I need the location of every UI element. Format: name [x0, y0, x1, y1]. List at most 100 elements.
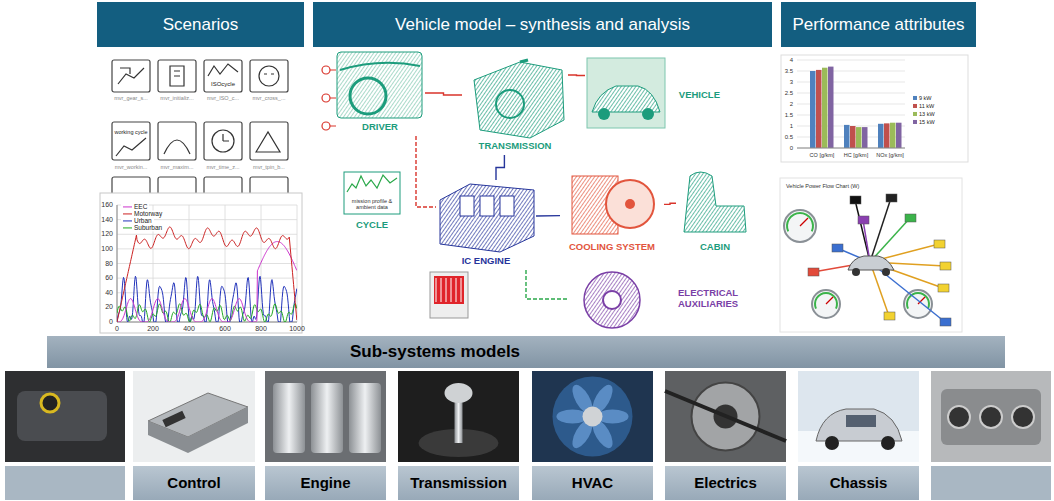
heater-fin — [451, 278, 452, 302]
legend-line-sample — [123, 206, 132, 207]
power-component — [940, 262, 951, 270]
emission-bar — [884, 123, 890, 148]
grid-line — [797, 60, 905, 61]
power-component — [886, 194, 897, 202]
signal-connector — [416, 136, 436, 207]
node-text: IC ENGINE — [462, 256, 511, 267]
scenario-icon — [158, 60, 196, 92]
cycle-picture — [344, 172, 400, 214]
axis-label: 120 — [101, 230, 113, 238]
empty-caption-box — [931, 466, 1051, 500]
legend-text: 9 kW — [919, 95, 932, 101]
header-band: Vehicle model – synthesis and analysis — [313, 2, 772, 47]
scenario-icon — [204, 122, 242, 160]
axis-label: 40 — [105, 289, 113, 297]
scenario-name: mvr_initializ... — [160, 95, 193, 101]
icon-caption: mission profile & ambient data — [346, 198, 398, 210]
cylinder — [460, 196, 474, 216]
icon-frame — [204, 122, 242, 160]
gear — [496, 90, 524, 118]
label-anchor: NOx [g/km] — [876, 152, 904, 158]
subsystem-photo — [665, 371, 786, 462]
axis-label: 800 — [255, 325, 267, 333]
icon-glyph — [256, 132, 280, 152]
axis-label: 3 — [790, 79, 793, 86]
signal-connector — [664, 203, 676, 204]
hvac-knob — [980, 406, 1002, 428]
legend-entry: Suburban — [121, 224, 164, 231]
label-anchor: 0 — [109, 318, 113, 326]
legend-swatch — [913, 104, 917, 108]
axis-label: 2 — [790, 101, 793, 108]
seat-picture — [684, 172, 746, 232]
power-flow-line — [855, 200, 870, 262]
scenario-name: mvr_gear_s... — [114, 95, 148, 101]
port-symbol — [322, 122, 330, 130]
legend-swatch — [913, 96, 917, 100]
shift-knob — [445, 383, 473, 403]
subsystem-caption: Electrics — [665, 466, 786, 500]
axis-label: 400 — [183, 325, 195, 333]
node-text: Control — [167, 474, 220, 491]
node-text: ELECTRICAL AUXILIARIES — [678, 288, 762, 310]
emission-bar — [862, 127, 868, 148]
axis-label: 0.5 — [785, 134, 793, 141]
wheel — [852, 268, 860, 276]
section-band: Sub-systems models — [47, 336, 1005, 368]
engine-picture — [440, 184, 534, 252]
icon-glyph — [208, 64, 238, 76]
axis-label: 4 — [790, 57, 793, 64]
legend-entry: Urban — [121, 217, 154, 224]
scenario-name: mvr_cross_... — [252, 95, 285, 101]
label-anchor: Vehicle Power Flow Chart (W) — [786, 183, 859, 189]
subsystem-caption: Control — [133, 466, 255, 500]
power-component — [858, 216, 869, 224]
emission-bar — [816, 70, 822, 148]
heater-fin — [441, 278, 442, 302]
node-text: Performance attributes — [793, 15, 965, 35]
heater-fin — [436, 278, 437, 302]
label-anchor: mvr_cross_... — [252, 95, 285, 101]
piston — [273, 383, 305, 453]
model-block: CYCLE — [340, 170, 404, 234]
node-text: COOLING SYSTEM — [569, 242, 655, 253]
scenario-icon — [112, 122, 150, 160]
power-component — [940, 318, 951, 326]
power-flow-line — [870, 262, 945, 322]
label-anchor: 2.5 — [785, 90, 793, 97]
label-anchor: 1.5 — [785, 112, 793, 119]
axis-label: 1.5 — [785, 112, 793, 119]
cycle-trace — [347, 175, 397, 192]
axis-label: 3.5 — [785, 68, 793, 75]
icon-frame — [158, 60, 196, 92]
subsystem-caption: Chassis — [798, 466, 919, 500]
label-anchor: mvr_maxim... — [161, 164, 194, 170]
legend-text: 15 kW — [919, 119, 935, 125]
scenario-name: mvr_tpin_b... — [253, 164, 285, 170]
speed-trace — [117, 304, 297, 322]
model-block: ELECTRICAL AUXILIARIES — [568, 265, 762, 333]
speed-trace — [117, 227, 297, 322]
icon-glyph — [212, 130, 234, 152]
axis-label: 0 — [790, 145, 793, 152]
model-block: COOLING SYSTEM — [560, 170, 664, 256]
node-text: Engine — [300, 474, 350, 491]
node-text: Chassis — [830, 474, 888, 491]
hvac-knob — [948, 406, 970, 428]
signal-connector — [568, 74, 585, 76]
label-anchor: 0.5 — [785, 134, 793, 141]
shift-lever — [520, 60, 528, 62]
port-wire — [330, 70, 336, 71]
subsystem-photo — [133, 371, 255, 462]
dashboard — [340, 63, 420, 70]
legend-text: 11 kW — [919, 103, 934, 109]
label-anchor: 400 — [183, 325, 195, 333]
grid-line — [225, 205, 226, 322]
axis-label: 100 — [101, 245, 113, 253]
label-anchor: ISOcycle — [211, 81, 235, 88]
port-wire — [330, 98, 336, 99]
